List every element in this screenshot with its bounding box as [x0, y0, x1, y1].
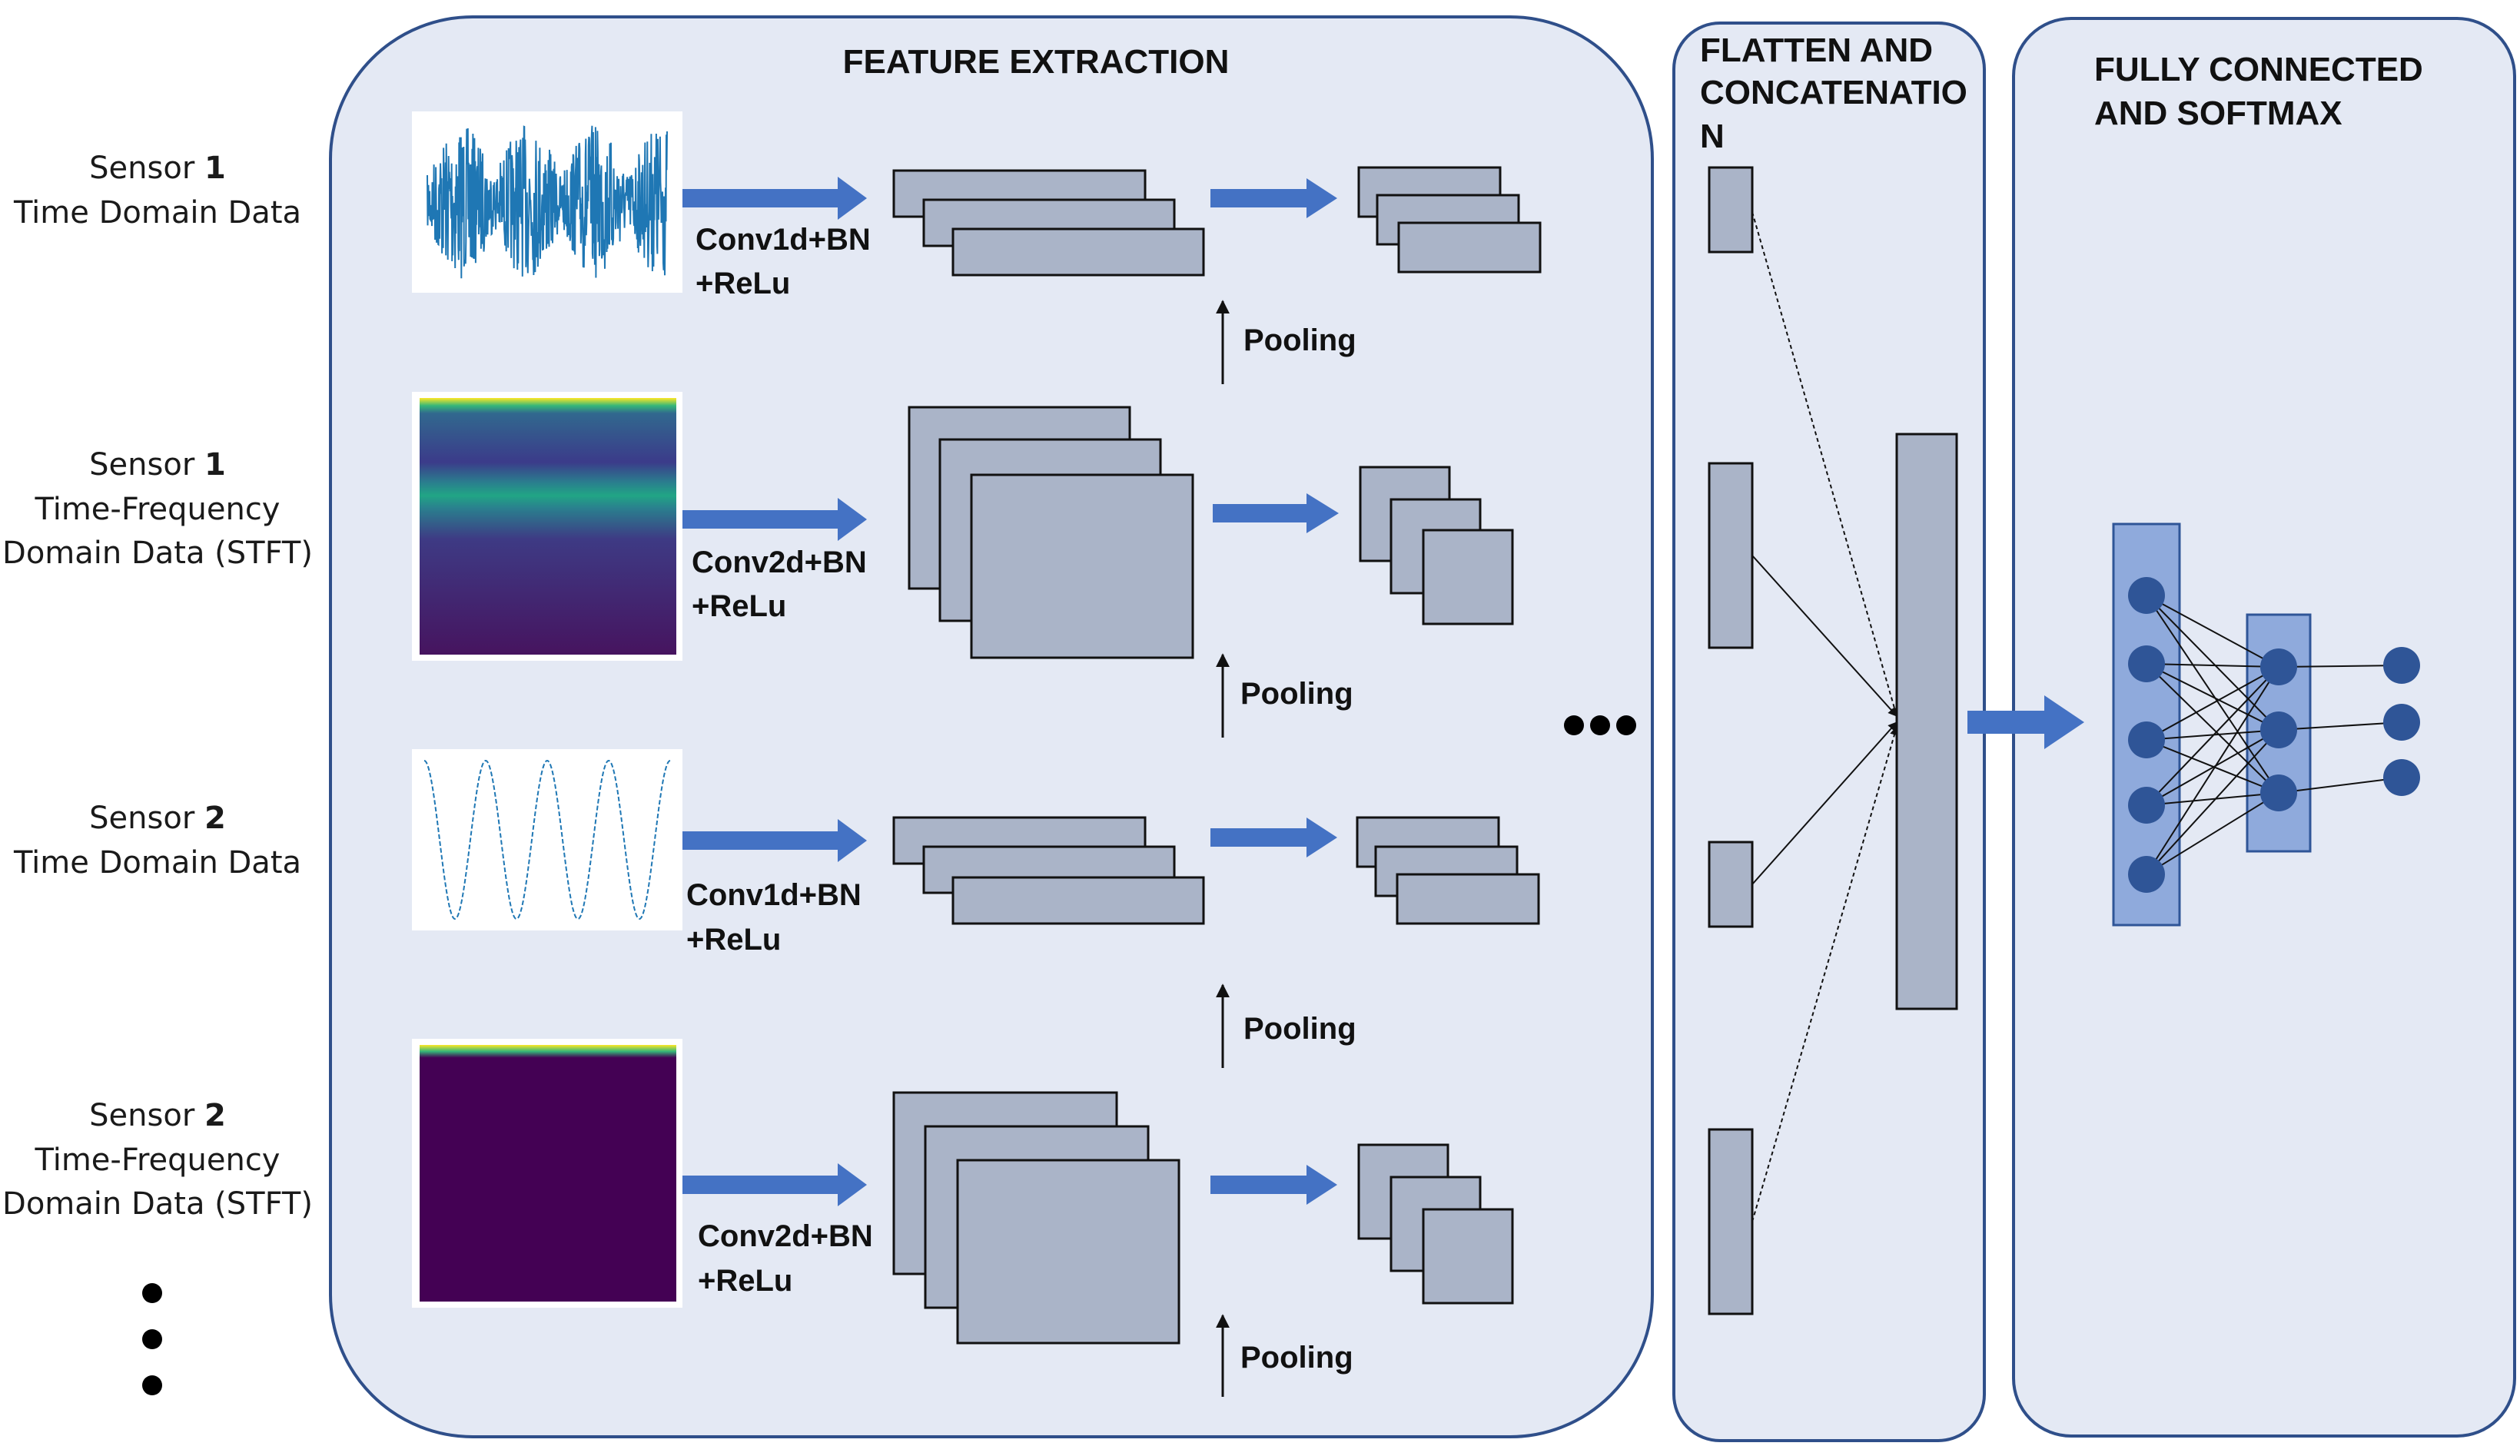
input-neuron — [2128, 721, 2165, 758]
input-label-1: Sensor 1 Time Domain Data — [13, 151, 301, 231]
output-edge — [2278, 721, 2402, 731]
conv2d-feature-maps-2 — [908, 406, 1194, 659]
fc-edge — [2146, 729, 2279, 875]
sensor-number: 1 — [204, 151, 226, 186]
fc-edge — [2146, 792, 2279, 806]
svg-text:Sensor 1: Sensor 1 — [89, 151, 226, 186]
ellipsis-dots-icon — [142, 1283, 162, 1395]
flattened-vectors — [1708, 166, 1754, 1315]
sensor-number: 1 — [204, 447, 226, 483]
fc-title-line2: AND SOFTMAX — [2094, 95, 2342, 132]
fc-edge — [2146, 729, 2279, 741]
input-desc: Time Domain Data — [13, 845, 301, 881]
pooled-maps-2 — [1359, 466, 1514, 625]
input-desc2: Domain Data (STFT) — [2, 1186, 313, 1222]
input-label-3: Sensor 2 Time Domain Data — [13, 801, 301, 881]
pooling-label-3: Pooling — [1243, 1012, 1356, 1046]
concatenated-vector — [1895, 433, 1958, 1010]
conv1d-feature-maps-1 — [892, 169, 1205, 277]
fc-edge — [2146, 595, 2279, 731]
fc-nodes — [2128, 577, 2420, 893]
fc-edge — [2146, 792, 2279, 875]
input-desc: Time Domain Data — [13, 195, 301, 231]
horizontal-ellipsis-icon — [1564, 715, 1636, 735]
input-desc2: Domain Data (STFT) — [2, 536, 313, 571]
fc-connections — [2146, 595, 2402, 875]
svg-text:Sensor 1: Sensor 1 — [89, 447, 226, 483]
op-label-1b: +ReLu — [696, 267, 790, 300]
pooled-maps-3 — [1356, 816, 1540, 925]
sensor-number: 2 — [204, 1098, 226, 1133]
spectrogram-plot-icon — [412, 392, 682, 661]
output-edge — [2278, 777, 2402, 794]
svg-text:Sensor 2: Sensor 2 — [89, 801, 226, 836]
fc-title-line1: FULLY CONNECTED — [2094, 51, 2423, 88]
flat-spectrogram-plot-icon — [412, 1039, 682, 1308]
input-desc: Time-Frequency — [35, 1143, 281, 1178]
fc-edge — [2146, 595, 2279, 794]
output-neuron — [2383, 759, 2420, 796]
pool-arrow-1 — [1210, 178, 1337, 218]
flatten-title-line1: FLATTEN AND — [1700, 32, 1933, 69]
sine-wave-plot-icon — [412, 749, 682, 930]
concat-lines — [1751, 211, 1899, 1222]
flatten-title-line2: CONCATENATIO — [1700, 74, 1967, 111]
pool-arrow-4 — [1210, 1165, 1337, 1205]
op-label-1: Conv1d+BN — [696, 223, 871, 257]
fc-edge — [2146, 729, 2279, 806]
input-desc: Time-Frequency — [35, 492, 281, 527]
conv-arrow-3 — [682, 819, 867, 862]
input-neuron — [2128, 645, 2165, 682]
conv-arrow-2 — [682, 498, 867, 541]
op-label-4: Conv2d+BN — [698, 1219, 873, 1253]
conv2d-feature-maps-4 — [892, 1091, 1180, 1345]
output-neuron — [2383, 647, 2420, 684]
fc-arrow — [1967, 695, 2084, 749]
flatten-title-line3: N — [1700, 118, 1725, 155]
conv-arrow-4 — [682, 1163, 867, 1206]
hidden-neuron — [2260, 648, 2297, 685]
hidden-neuron — [2260, 774, 2297, 811]
conv1d-feature-maps-3 — [892, 816, 1205, 925]
pool-arrow-3 — [1210, 818, 1337, 857]
conv-arrow-1 — [682, 177, 867, 220]
output-edge — [2278, 665, 2402, 668]
fc-edge — [2146, 666, 2279, 741]
sensor-word: Sensor — [89, 447, 195, 483]
fc-edge — [2146, 595, 2279, 668]
op-label-3b: +ReLu — [686, 923, 781, 957]
sensor-number: 2 — [204, 801, 226, 836]
pooling-label-1: Pooling — [1243, 323, 1356, 357]
sensor-word: Sensor — [89, 151, 195, 186]
time-signal-plot-icon — [412, 111, 682, 293]
fc-edge — [2146, 663, 2279, 731]
fc-edge — [2146, 663, 2279, 668]
op-label-3: Conv1d+BN — [686, 878, 862, 912]
input-neuron — [2128, 787, 2165, 824]
input-label-4: Sensor 2 Time-Frequency Domain Data (STF… — [2, 1098, 313, 1222]
sensor-word: Sensor — [89, 801, 195, 836]
sensor-word: Sensor — [89, 1098, 195, 1133]
hidden-neuron — [2260, 711, 2297, 748]
op-label-4b: +ReLu — [698, 1264, 792, 1298]
input-neuron — [2128, 577, 2165, 614]
pooling-label-4: Pooling — [1240, 1341, 1353, 1375]
fc-edge — [2146, 666, 2279, 875]
input-label-2: Sensor 1 Time-Frequency Domain Data (STF… — [2, 447, 313, 571]
output-neuron — [2383, 704, 2420, 741]
pooled-maps-4 — [1357, 1143, 1514, 1305]
fc-edge — [2146, 666, 2279, 806]
fc-edge — [2146, 739, 2279, 794]
pooling-label-2: Pooling — [1240, 677, 1353, 711]
input-neuron — [2128, 856, 2165, 893]
op-label-2: Conv2d+BN — [692, 546, 867, 579]
op-label-2b: +ReLu — [692, 589, 786, 623]
fc-edge — [2146, 663, 2279, 794]
pool-arrow-2 — [1213, 493, 1339, 533]
feature-extraction-title: FEATURE EXTRACTION — [843, 43, 1230, 81]
svg-text:Sensor 2: Sensor 2 — [89, 1098, 226, 1133]
pooled-maps-1 — [1357, 166, 1542, 274]
